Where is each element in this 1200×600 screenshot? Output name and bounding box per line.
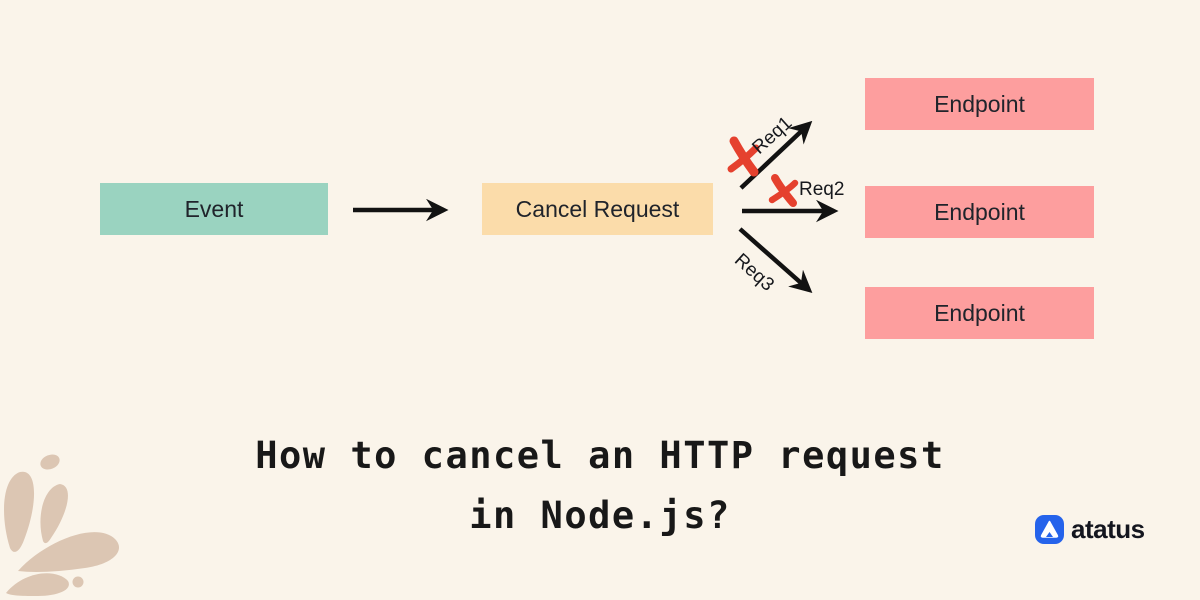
cancel-x-icon-req2: [768, 174, 799, 207]
cancel-request-node: Cancel Request: [482, 183, 713, 235]
page-title: How to cancel an HTTP request in Node.js…: [0, 426, 1200, 546]
page-title-line2: in Node.js?: [469, 494, 731, 537]
page-title-line1: How to cancel an HTTP request: [255, 434, 945, 477]
atatus-logo: atatus: [1035, 514, 1145, 545]
req1-label: Req1: [748, 112, 797, 159]
endpoint-node-2: Endpoint: [865, 186, 1094, 238]
event-node: Event: [100, 183, 328, 235]
endpoint-label: Endpoint: [934, 90, 1025, 117]
endpoint-label: Endpoint: [934, 299, 1025, 326]
endpoint-node-3: Endpoint: [865, 287, 1094, 339]
req3-label: Req3: [730, 249, 778, 296]
brand-name: atatus: [1071, 514, 1145, 544]
cancel-request-label: Cancel Request: [515, 195, 680, 222]
event-label: Event: [184, 195, 244, 222]
endpoint-node-1: Endpoint: [865, 78, 1094, 130]
atatus-triangle-icon: [1035, 515, 1064, 544]
req2-label: Req2: [799, 179, 845, 200]
endpoint-label: Endpoint: [934, 198, 1025, 225]
